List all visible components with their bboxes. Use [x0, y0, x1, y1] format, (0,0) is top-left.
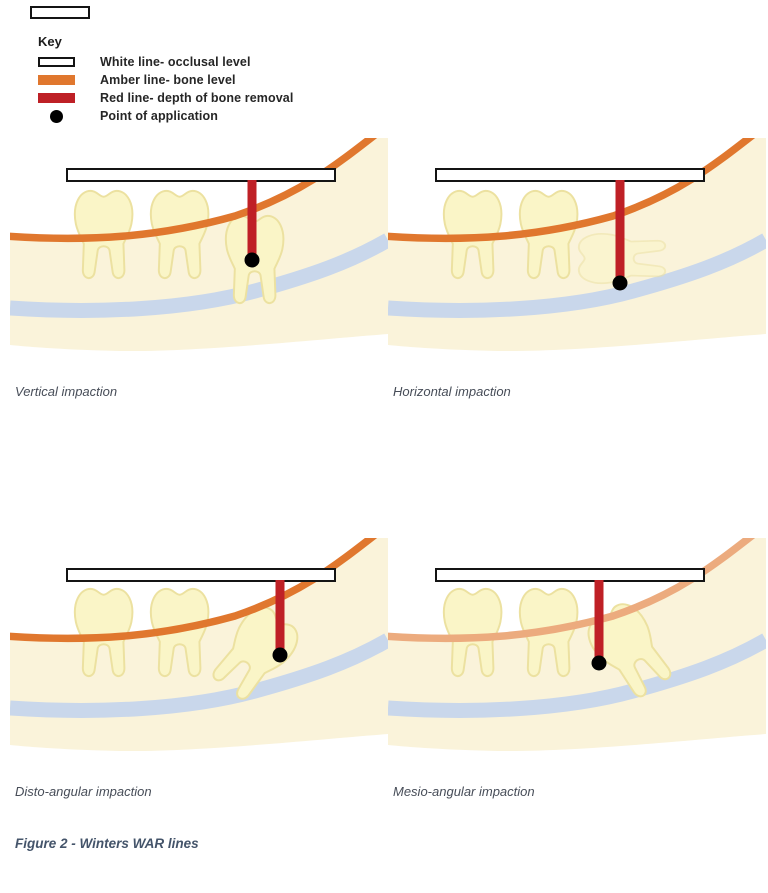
- legend-label: White line- occlusal level: [100, 55, 251, 69]
- top-left-box: [30, 6, 90, 19]
- bone-level-line: [381, 528, 761, 643]
- diagram-panel-mesio-angular: Mesio-angular impaction: [381, 528, 768, 799]
- diagram-panel-disto-angular: Disto-angular impaction: [3, 528, 392, 799]
- figure-caption: Figure 2 - Winters WAR lines: [15, 836, 199, 851]
- bone-removal-line: [615, 180, 625, 283]
- disto-angular-impaction-drawing: [3, 528, 392, 752]
- horizontal-impaction-drawing: [381, 128, 768, 352]
- key-legend: Key White line- occlusal level Amber lin…: [38, 34, 293, 125]
- molar-tooth: [518, 189, 579, 280]
- bone-removal-line: [275, 580, 285, 655]
- mandible-shape: [388, 134, 766, 352]
- legend-label: Amber line- bone level: [100, 73, 236, 87]
- nerve-canal-line: [387, 233, 768, 318]
- bone-removal-line: [594, 580, 604, 663]
- legend-label: Point of application: [100, 109, 218, 123]
- diagram-panel-horizontal: Horizontal impaction: [381, 128, 768, 399]
- application-point-dot: [612, 275, 628, 291]
- occlusal-level-bar: [66, 568, 336, 582]
- application-point-swatch: [50, 109, 63, 123]
- occlusal-level-bar: [435, 568, 705, 582]
- vertical-impaction-drawing: [3, 128, 392, 352]
- bone-level-line-swatch: [38, 75, 75, 85]
- bone-level-line: [381, 128, 761, 243]
- bone-removal-line: [247, 180, 257, 260]
- bone-removal-line-swatch: [38, 93, 75, 103]
- occlusal-level-bar: [66, 168, 336, 182]
- mandible-shape: [388, 534, 766, 752]
- panel-caption-vertical: Vertical impaction: [15, 384, 118, 399]
- nerve-canal-line: [387, 633, 768, 718]
- legend-label: Red line- depth of bone removal: [100, 91, 294, 105]
- diagram-panel-vertical: Vertical impaction: [3, 128, 392, 399]
- key-title: Key: [38, 34, 62, 49]
- application-point-dot: [272, 647, 288, 663]
- panel-caption-mesio-angular: Mesio-angular impaction: [393, 784, 535, 799]
- occlusal-line-swatch: [38, 57, 75, 67]
- legend-item-occlusal: White line- occlusal level: [38, 53, 293, 71]
- occlusal-level-bar: [435, 168, 705, 182]
- legend-item-bone-level: Amber line- bone level: [38, 71, 293, 89]
- mesio-angular-impaction-drawing: [381, 528, 768, 752]
- bone-level-line: [3, 128, 383, 243]
- panel-caption-horizontal: Horizontal impaction: [393, 384, 511, 399]
- bone-level-line: [3, 528, 383, 643]
- application-point-dot: [244, 252, 260, 268]
- panel-caption-disto-angular: Disto-angular impaction: [15, 784, 152, 799]
- legend-item-application-point: Point of application: [38, 107, 293, 125]
- application-point-dot: [591, 655, 607, 671]
- legend-item-bone-removal: Red line- depth of bone removal: [38, 89, 293, 107]
- molar-tooth: [149, 189, 210, 280]
